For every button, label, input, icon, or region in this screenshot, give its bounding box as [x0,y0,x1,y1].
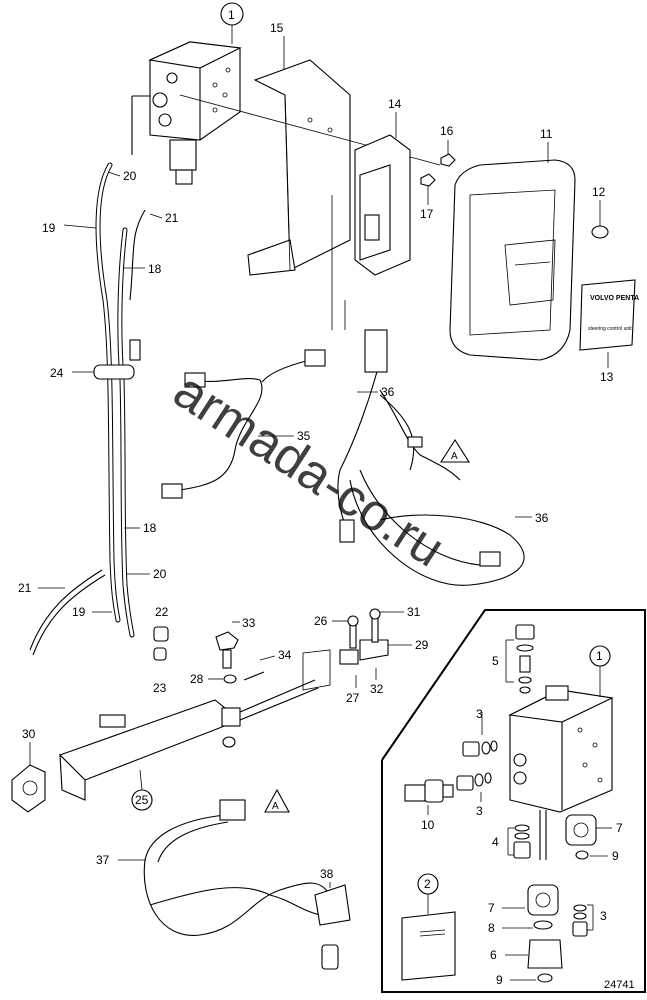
screw-17 [420,173,436,187]
callout-32: 32 [370,682,384,696]
watermark: armada-co.ru [163,361,454,578]
cover [449,159,576,361]
cable-37 [143,799,351,970]
callout-9-upper: 9 [612,849,619,863]
steering-cylinder [58,679,319,801]
screw-33 [215,631,239,669]
reference-a-upper: A [451,451,458,462]
callout-28: 28 [190,672,204,686]
reference-mark-a-lower [264,788,290,813]
callout-20-top: 20 [123,169,137,183]
detail-housing-6 [527,939,563,983]
callout-2: 2 [424,877,431,891]
callout-36-top: 36 [381,385,395,399]
callout-6: 6 [490,948,497,962]
cable-35 [161,349,326,499]
callout-15: 15 [270,21,284,35]
callout-1: 1 [228,8,235,22]
callout-21-top: 21 [165,211,179,225]
detail-manual-2 [401,911,456,981]
callout-18-bottom: 18 [143,521,157,535]
callout-circle [220,2,244,26]
callout-8: 8 [488,921,495,935]
washer-28 [223,674,237,684]
detail-solenoid-7a [565,814,597,860]
callout-20-bottom: 20 [153,567,167,581]
callout-1-detail: 1 [596,649,603,663]
end-cap [11,764,46,813]
cover-knob [591,225,609,239]
fitting-23 [153,647,167,661]
callout-13: 13 [600,370,614,384]
detail-check-valve-3a [462,740,498,757]
callout-25: 25 [135,793,149,807]
detail-check-valve-3c [572,904,588,937]
card-title: VOLVO PENTA [590,295,639,302]
callout-5: 5 [492,654,499,668]
callout-19-bottom: 19 [72,605,86,619]
callout-26: 26 [314,614,328,628]
mounting-bracket [247,59,351,276]
screw-16 [440,153,456,167]
callout-33: 33 [242,616,256,630]
detail-valve-4 [513,824,531,859]
reference-mark-a-upper [439,438,471,463]
steering-control-unit [354,134,411,276]
callout-9-lower: 9 [496,973,503,987]
callout-22: 22 [155,605,169,619]
callout-37: 37 [96,853,110,867]
callout-7-upper: 7 [616,821,623,835]
detail-solenoid-7b [527,884,559,930]
callout-27: 27 [346,691,360,705]
detail-sensor-10 [404,779,454,803]
callout-12: 12 [592,185,606,199]
detail-valve-block [508,685,614,860]
callout-24: 24 [50,366,64,380]
cable-36 [337,329,525,586]
callout-38: 38 [320,867,334,881]
reference-a-lower: A [272,801,279,812]
callout-3-upper: 3 [476,707,483,721]
drawing-number: 24741 [604,979,635,991]
callout-34: 34 [278,648,292,662]
callout-3-middle: 3 [476,804,483,818]
instruction-card: VOLVO PENTA steering control unit [579,279,639,351]
callout-35: 35 [297,429,311,443]
valve-block [148,41,242,185]
detail-check-valve-3b [456,772,492,791]
callout-4: 4 [492,835,499,849]
callout-17: 17 [420,207,434,221]
callout-18-top: 18 [148,262,162,276]
callout-14: 14 [388,97,402,111]
callout-23: 23 [153,681,167,695]
callout-29: 29 [415,638,429,652]
detail-plug-5 [515,624,535,694]
callout-11: 11 [540,127,553,141]
washer-lower [222,736,236,748]
callout-30: 30 [22,727,36,741]
callout-7-lower: 7 [488,901,495,915]
callout-10: 10 [421,818,435,832]
callout-31: 31 [407,605,421,619]
hydraulic-hoses [29,162,146,656]
fitting-22 [153,626,169,642]
detail-inset-frame [381,609,646,993]
ball-joint [302,608,389,691]
callout-3-lower: 3 [600,909,607,923]
callout-21-bottom: 21 [18,581,32,595]
callout-16: 16 [440,124,454,138]
card-subtitle: steering control unit [588,326,632,332]
callout-36-right: 36 [535,511,549,525]
callout-19-top: 19 [42,221,56,235]
